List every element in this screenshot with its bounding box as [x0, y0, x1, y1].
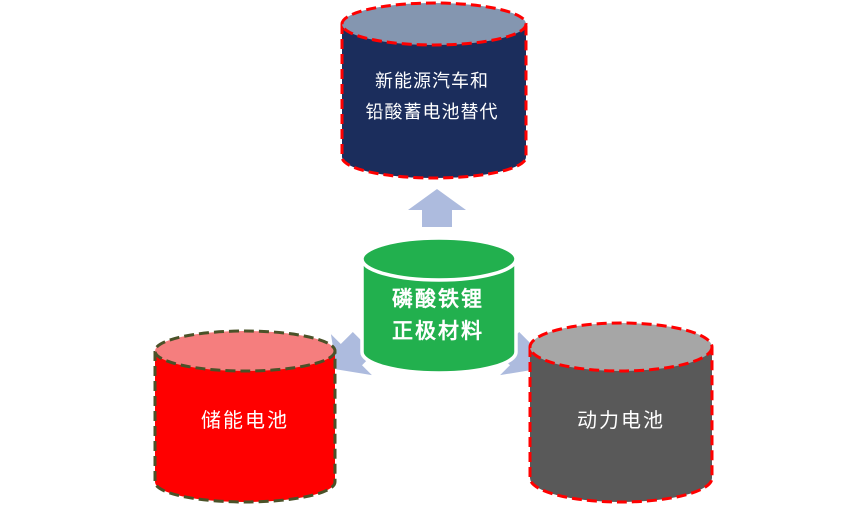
center-node-cylinder: 磷酸铁锂 正极材料 — [360, 236, 518, 375]
left-node-cylinder: 储能电池 — [153, 329, 337, 504]
right-node-body — [528, 347, 714, 504]
top-node-label-line2: 铅酸蓄电池替代 — [366, 102, 499, 122]
left-node-body — [153, 351, 337, 504]
top-node-top — [340, 1, 528, 47]
right-node-cylinder: 动力电池 — [528, 321, 714, 504]
top-node-cylinder: 新能源汽车和 铅酸蓄电池替代 — [340, 1, 528, 180]
left-node-top — [153, 329, 337, 373]
top-node-label-line1: 新能源汽车和 — [375, 71, 489, 91]
center-node-body — [360, 259, 518, 375]
top-node-body — [340, 24, 528, 180]
center-node-top — [360, 236, 518, 282]
center-node-label-line1: 磷酸铁锂 — [392, 287, 484, 311]
right-node-label: 动力电池 — [577, 409, 665, 432]
left-node-label: 储能电池 — [201, 409, 289, 432]
right-node-top — [528, 321, 714, 373]
up-arrow-icon — [408, 189, 466, 227]
center-node-label-line2: 正极材料 — [392, 319, 484, 343]
